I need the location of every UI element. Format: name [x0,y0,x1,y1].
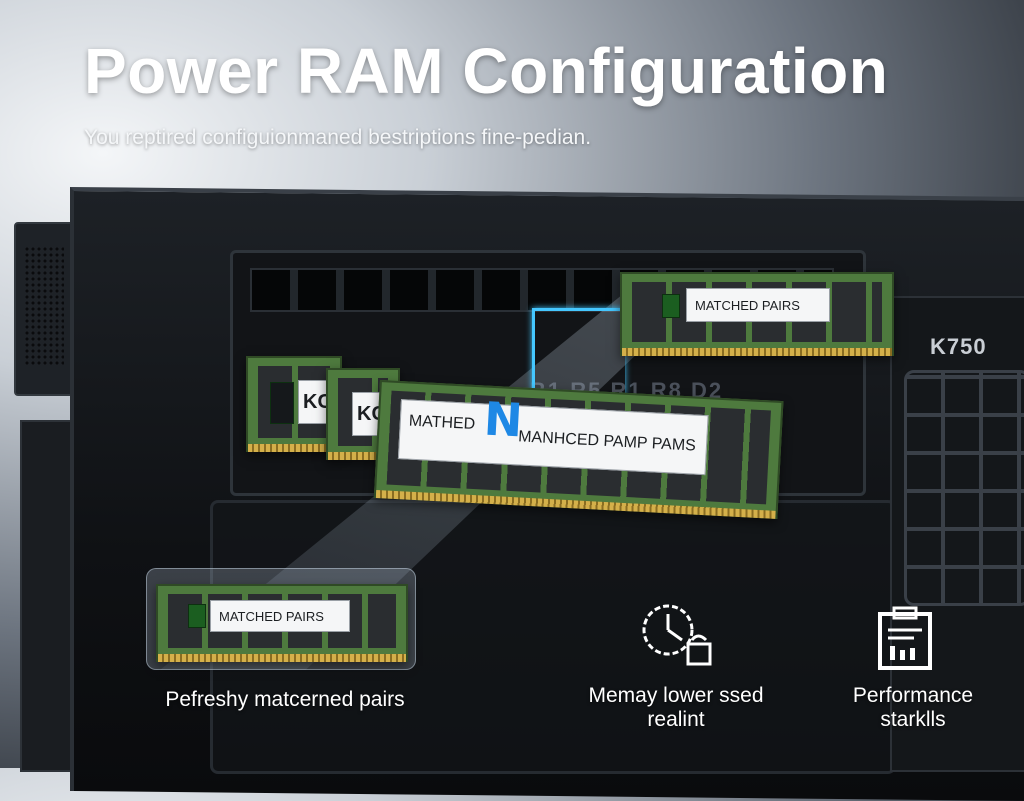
blue-n-icon: N [482,391,524,448]
server-side-panel [20,420,78,772]
model-badge: K750 [930,334,987,359]
vent-holes [24,246,64,366]
ram-label: MATCHED PAIRS [210,600,350,632]
clock-gauge-icon [642,604,712,666]
feature-caption-performance: Performance starklls [852,684,974,731]
feature-caption-pairs: Pefreshy matcerned pairs [165,688,405,711]
page-subtitle: You reptired configuionmaned bestription… [84,126,592,149]
ram-label-left: MATHED [408,412,476,434]
ram-module-small[interactable]: MATCHED PAIRS [156,584,408,662]
connector-line [532,308,625,395]
document-chart-icon [878,606,932,670]
ram-label-right: MANHCED PAMP PAMS [517,428,697,455]
page-title: Power RAM Configuration [84,35,889,107]
server-side-vent [14,222,76,396]
ram-module-top[interactable]: MATCHED PAIRS [620,272,894,356]
ram-label: MATCHED PAIRS [686,288,830,322]
heatspreader-icon [270,382,294,424]
ram-module-main[interactable]: MATHED MANHCED PAMP PAMS N [373,380,784,519]
chip-icon [662,294,680,318]
feature-caption-latency: Memay lower ssed realint [588,684,764,731]
right-bay-grid [904,370,1024,606]
chip-icon [188,604,206,628]
